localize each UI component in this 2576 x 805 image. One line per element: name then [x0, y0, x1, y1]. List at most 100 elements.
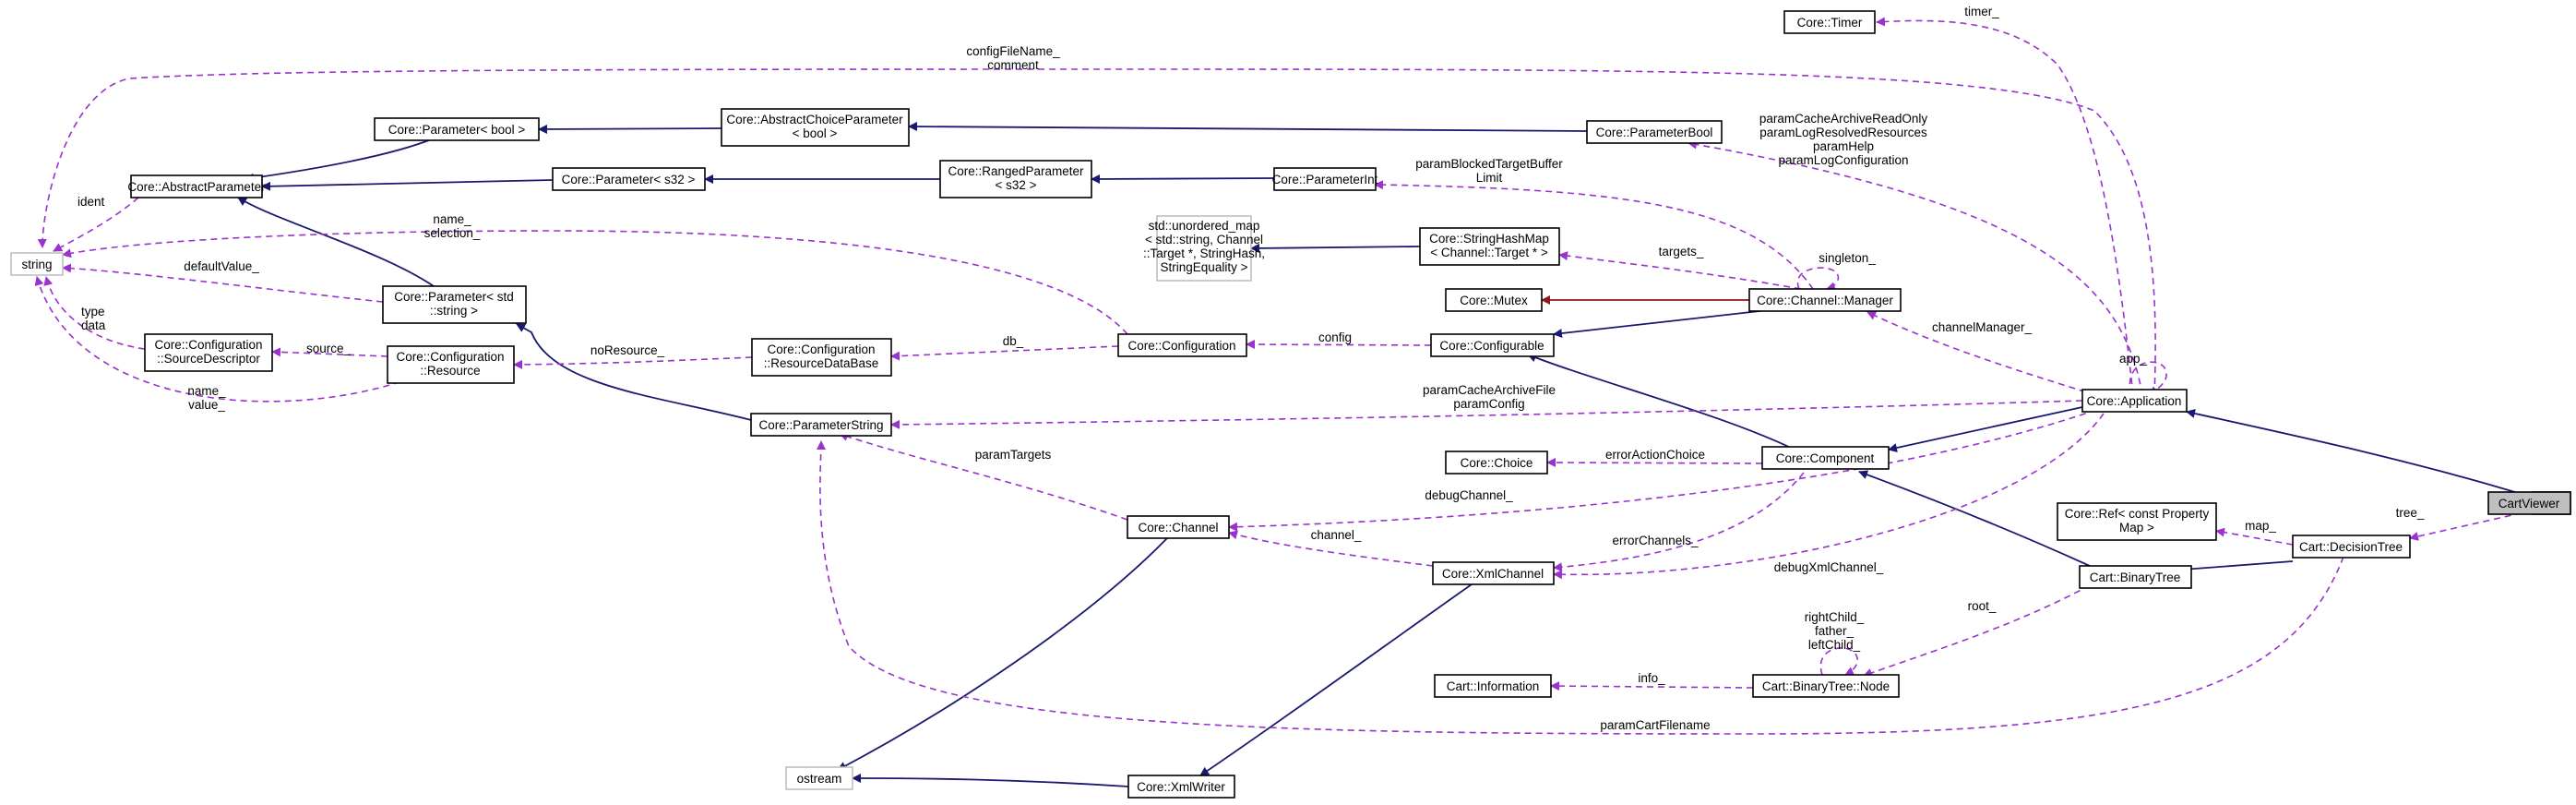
label-line: rightChild_ — [1805, 610, 1865, 624]
label-line: Cart::BinaryTree — [2090, 571, 2181, 584]
class-node-core-string-hash-map[interactable]: Core::StringHashMap< Channel::Target * > — [1419, 227, 1560, 266]
svg-text:Core::Channel::Manager: Core::Channel::Manager — [1757, 294, 1893, 307]
label-line: father_ — [1815, 624, 1854, 638]
edge-parameterstdstring-to-abstractparameter — [237, 197, 435, 287]
label-line: root_ — [1968, 599, 1997, 613]
edge-binarytree-node — [1863, 584, 2091, 678]
edge-channel-to-ostream — [837, 537, 1168, 771]
class-node-std-unordered-map[interactable]: std::unordered_map< std::string, Channel… — [1143, 215, 1265, 282]
label-line: configFileName_ — [966, 44, 1060, 58]
class-node-core-xml-channel[interactable]: Core::XmlChannel — [1432, 561, 1555, 585]
class-node-core-abstract-parameter[interactable]: Core::AbstractParameter — [127, 174, 266, 198]
svg-text:CartViewer: CartViewer — [2498, 497, 2560, 511]
svg-text:Core::ParameterBool: Core::ParameterBool — [1596, 126, 1713, 139]
edge-parameterbool-tmpl-to-abstractparameter — [244, 138, 435, 183]
class-node-core-parameter-bool[interactable]: Core::ParameterBool — [1586, 120, 1723, 144]
class-node-core-xml-writer[interactable]: Core::XmlWriter — [1127, 775, 1235, 799]
class-node-core-parameter-bool-tmpl[interactable]: Core::Parameter< bool > — [374, 117, 540, 141]
label-line: debugXmlChannel_ — [1774, 560, 1884, 574]
label-line: ident — [78, 195, 105, 209]
edge-abstractchoiceparameter-to-parameterbool-tmpl — [538, 124, 722, 134]
edge-label-default-value: defaultValue_ — [184, 259, 259, 273]
edge-configuration-resourcedatabase — [890, 345, 1119, 361]
class-node-string[interactable]: string — [10, 252, 64, 276]
class-node-core-configurable[interactable]: Core::Configurable — [1430, 333, 1555, 357]
edge-label-debug-channel: debugChannel_ — [1425, 488, 1513, 502]
edge-label-timer: timer_ — [1964, 5, 1999, 18]
class-node-cart-binary-tree[interactable]: Cart::BinaryTree — [2079, 565, 2192, 589]
edge-application-parameterstring — [890, 400, 2083, 429]
class-node-core-mutex[interactable]: Core::Mutex — [1445, 288, 1543, 312]
class-node-cart-binary-tree-node[interactable]: Cart::BinaryTree::Node — [1752, 674, 1900, 698]
label-line: paramCartFilename — [1600, 718, 1710, 732]
svg-text:Core::Parameter< s32 >: Core::Parameter< s32 > — [562, 173, 696, 186]
label-line: config — [1318, 330, 1352, 344]
label-line: paramHelp — [1813, 139, 1874, 153]
svg-text:Core::Component: Core::Component — [1776, 451, 1875, 465]
svg-text:Core::Parameter< bool >: Core::Parameter< bool > — [388, 123, 526, 137]
edge-label-singleton: singleton_ — [1819, 251, 1876, 265]
svg-text:Core::StringHashMap< Channel::: Core::StringHashMap< Channel::Target * > — [1429, 232, 1549, 259]
class-node-core-configuration[interactable]: Core::Configuration — [1117, 333, 1247, 357]
svg-text:Core::Parameter< std::string >: Core::Parameter< std::string > — [394, 290, 513, 318]
svg-text:Core::Configurable: Core::Configurable — [1439, 339, 1544, 353]
edge-label-app: app_ — [2119, 352, 2148, 366]
class-node-cart-information[interactable]: Cart::Information — [1434, 674, 1552, 698]
edge-application-string-configfilename — [37, 68, 2156, 396]
label-line: ostream — [797, 772, 842, 786]
class-node-core-channel[interactable]: Core::Channel — [1127, 515, 1230, 539]
label-line: StringEquality > — [1161, 260, 1248, 274]
edge-xmlwriter-to-ostream — [852, 774, 1129, 787]
label-line: Core::ParameterString — [758, 418, 883, 432]
label-line: Core::ParameterBool — [1596, 126, 1713, 139]
class-node-ostream[interactable]: ostream — [785, 766, 853, 790]
label-line: paramTargets — [975, 448, 1052, 462]
class-node-core-ranged-parameter[interactable]: Core::RangedParameter< s32 > — [939, 160, 1092, 198]
label-line: < s32 > — [995, 178, 1036, 192]
nodes: CartViewer Core::Timer Core::ParameterBo… — [10, 10, 2571, 799]
label-line: source_ — [306, 342, 352, 355]
edge-label-ident: ident — [78, 195, 105, 209]
edge-label-tree: tree_ — [2396, 506, 2425, 520]
class-node-core-channel-manager[interactable]: Core::Channel::Manager — [1748, 288, 1902, 312]
class-node-core-parameter-string[interactable]: Core::ParameterString — [750, 413, 892, 437]
class-node-core-component[interactable]: Core::Component — [1761, 446, 1890, 470]
edge-application-timer — [1876, 17, 2134, 396]
edge-node-information — [1550, 681, 1754, 691]
class-node-core-choice[interactable]: Core::Choice — [1445, 451, 1548, 475]
label-line: Limit — [1476, 171, 1503, 185]
edge-labels: timer_ configFileName_comment paramCache… — [78, 5, 2425, 732]
svg-text:Core::Configuration::SourceDes: Core::Configuration::SourceDescriptor — [154, 338, 262, 366]
class-node-cart-decision-tree[interactable]: Cart::DecisionTree — [2292, 535, 2411, 559]
class-node-core-parameter-s32[interactable]: Core::Parameter< s32 > — [552, 167, 706, 191]
class-node-core-parameter-int[interactable]: Core::ParameterInt — [1272, 167, 1378, 191]
label-line: Core::Component — [1776, 451, 1875, 465]
svg-text:Core::Choice: Core::Choice — [1461, 456, 1533, 470]
label-line: Core::Parameter< bool > — [388, 123, 526, 137]
edge-xmlchannel-to-xmlwriter — [1199, 583, 1473, 776]
class-node-core-configuration-source-descriptor[interactable]: Core::Configuration::SourceDescriptor — [144, 333, 273, 372]
label-line: Core::Configuration — [767, 342, 875, 356]
svg-text:Core::RangedParameter< s32 >: Core::RangedParameter< s32 > — [948, 164, 1084, 192]
class-node-core-application[interactable]: Core::Application — [2081, 389, 2188, 413]
label-line: Core::Parameter< s32 > — [562, 173, 696, 186]
label-line: noResource_ — [590, 343, 665, 357]
class-node-core-abstract-choice-parameter[interactable]: Core::AbstractChoiceParameter< bool > — [721, 108, 910, 147]
class-node-core-configuration-resource[interactable]: Core::Configuration::Resource — [387, 345, 515, 384]
class-node-core-timer[interactable]: Core::Timer — [1783, 10, 1876, 34]
edge-resource-string — [34, 276, 411, 402]
class-node-core-parameter-std-string[interactable]: Core::Parameter< std::string > — [382, 285, 527, 324]
label-line: timer_ — [1964, 5, 1999, 18]
label-line: paramLogConfiguration — [1778, 153, 1908, 167]
svg-text:Core::Timer: Core::Timer — [1797, 16, 1863, 30]
svg-text:Core::ParameterInt: Core::ParameterInt — [1272, 173, 1378, 186]
label-line: < std::string, Channel — [1145, 233, 1263, 246]
class-node-core-configuration-resource-database[interactable]: Core::Configuration::ResourceDataBase — [751, 338, 892, 377]
label-line: Core::Configurable — [1439, 339, 1544, 353]
edge-application-channel — [1228, 409, 2097, 532]
class-node-cart-viewer[interactable]: CartViewer — [2487, 491, 2571, 515]
label-line: ::string > — [430, 304, 478, 318]
label-line: < bool > — [793, 126, 838, 140]
